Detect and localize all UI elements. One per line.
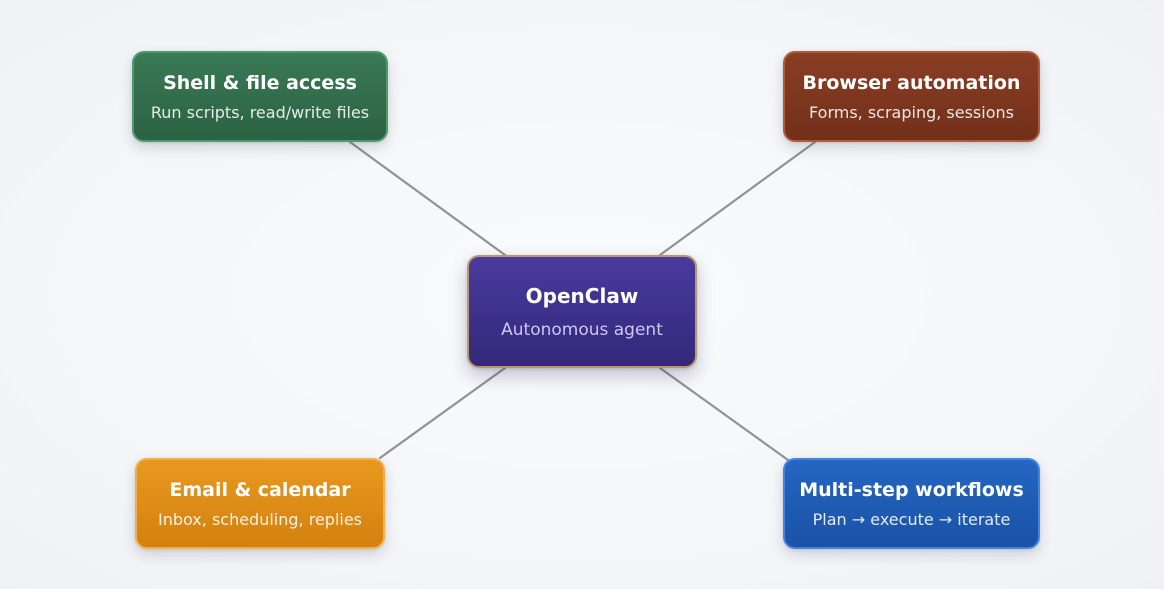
node-multi-step-workflows: Multi-step workflows Plan → execute → it… bbox=[783, 458, 1040, 549]
node-shell-file-access: Shell & file access Run scripts, read/wr… bbox=[132, 51, 388, 142]
node-title: Browser automation bbox=[802, 71, 1021, 94]
node-center-openclaw: OpenClaw Autonomous agent bbox=[467, 255, 697, 368]
node-browser-automation: Browser automation Forms, scraping, sess… bbox=[783, 51, 1040, 142]
node-title: Multi-step workflows bbox=[799, 478, 1024, 501]
node-title: OpenClaw bbox=[525, 283, 639, 308]
connector-workflow bbox=[658, 366, 790, 462]
node-title: Email & calendar bbox=[169, 478, 351, 501]
node-subtitle: Run scripts, read/write files bbox=[150, 102, 370, 122]
node-email-calendar: Email & calendar Inbox, scheduling, repl… bbox=[135, 458, 385, 549]
node-title: Shell & file access bbox=[163, 71, 357, 94]
node-subtitle: Forms, scraping, sessions bbox=[809, 102, 1014, 122]
connector-shell bbox=[348, 140, 507, 257]
connector-email bbox=[378, 366, 507, 460]
node-subtitle: Autonomous agent bbox=[501, 319, 663, 340]
node-subtitle: Plan → execute → iterate bbox=[812, 509, 1011, 529]
node-subtitle: Inbox, scheduling, replies bbox=[157, 509, 363, 529]
connector-browser bbox=[658, 140, 817, 257]
